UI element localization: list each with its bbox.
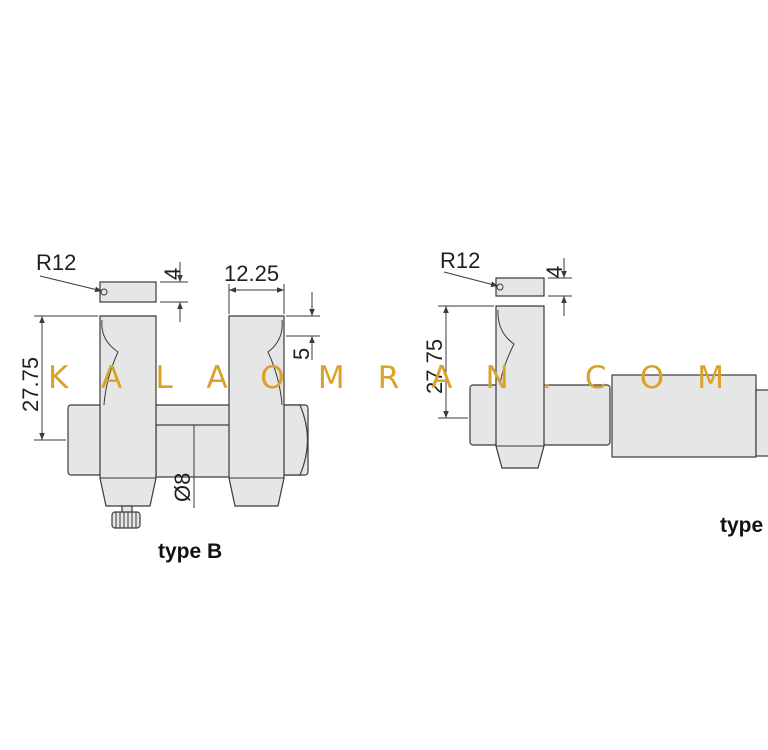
type-a-drawing: R12 4 27.75 type: [422, 248, 768, 537]
type-a-tip-height-label: 4: [542, 266, 567, 278]
type-a-height-label: 27.75: [422, 339, 447, 394]
type-a-sleeve: [611, 374, 757, 458]
type-b-knob: [111, 511, 141, 529]
type-b-tip-height-label: 4: [160, 268, 185, 280]
type-b-step-label: 5: [289, 348, 314, 360]
type-b-end-cap: [279, 404, 309, 476]
type-b-diameter-label: Ø8: [170, 473, 195, 502]
type-b-caption: type B: [158, 540, 222, 563]
type-b-tip-width-label: 12.25: [224, 261, 279, 286]
type-a-tip-detail: [495, 277, 545, 297]
type-b-left-jaw-curve: [101, 319, 119, 406]
type-a-caption: type: [720, 514, 763, 537]
type-b-radius-label: R12: [36, 250, 76, 275]
type-b-drawing: R12 4 12.25 5 27.75 Ø8 type B: [18, 250, 320, 563]
type-b-height-label: 27.75: [18, 357, 43, 412]
type-b-tip-detail: [99, 281, 157, 303]
type-a-thimble: [755, 389, 768, 457]
type-b-rod: [155, 424, 231, 478]
type-a-radius-label: R12: [440, 248, 480, 273]
